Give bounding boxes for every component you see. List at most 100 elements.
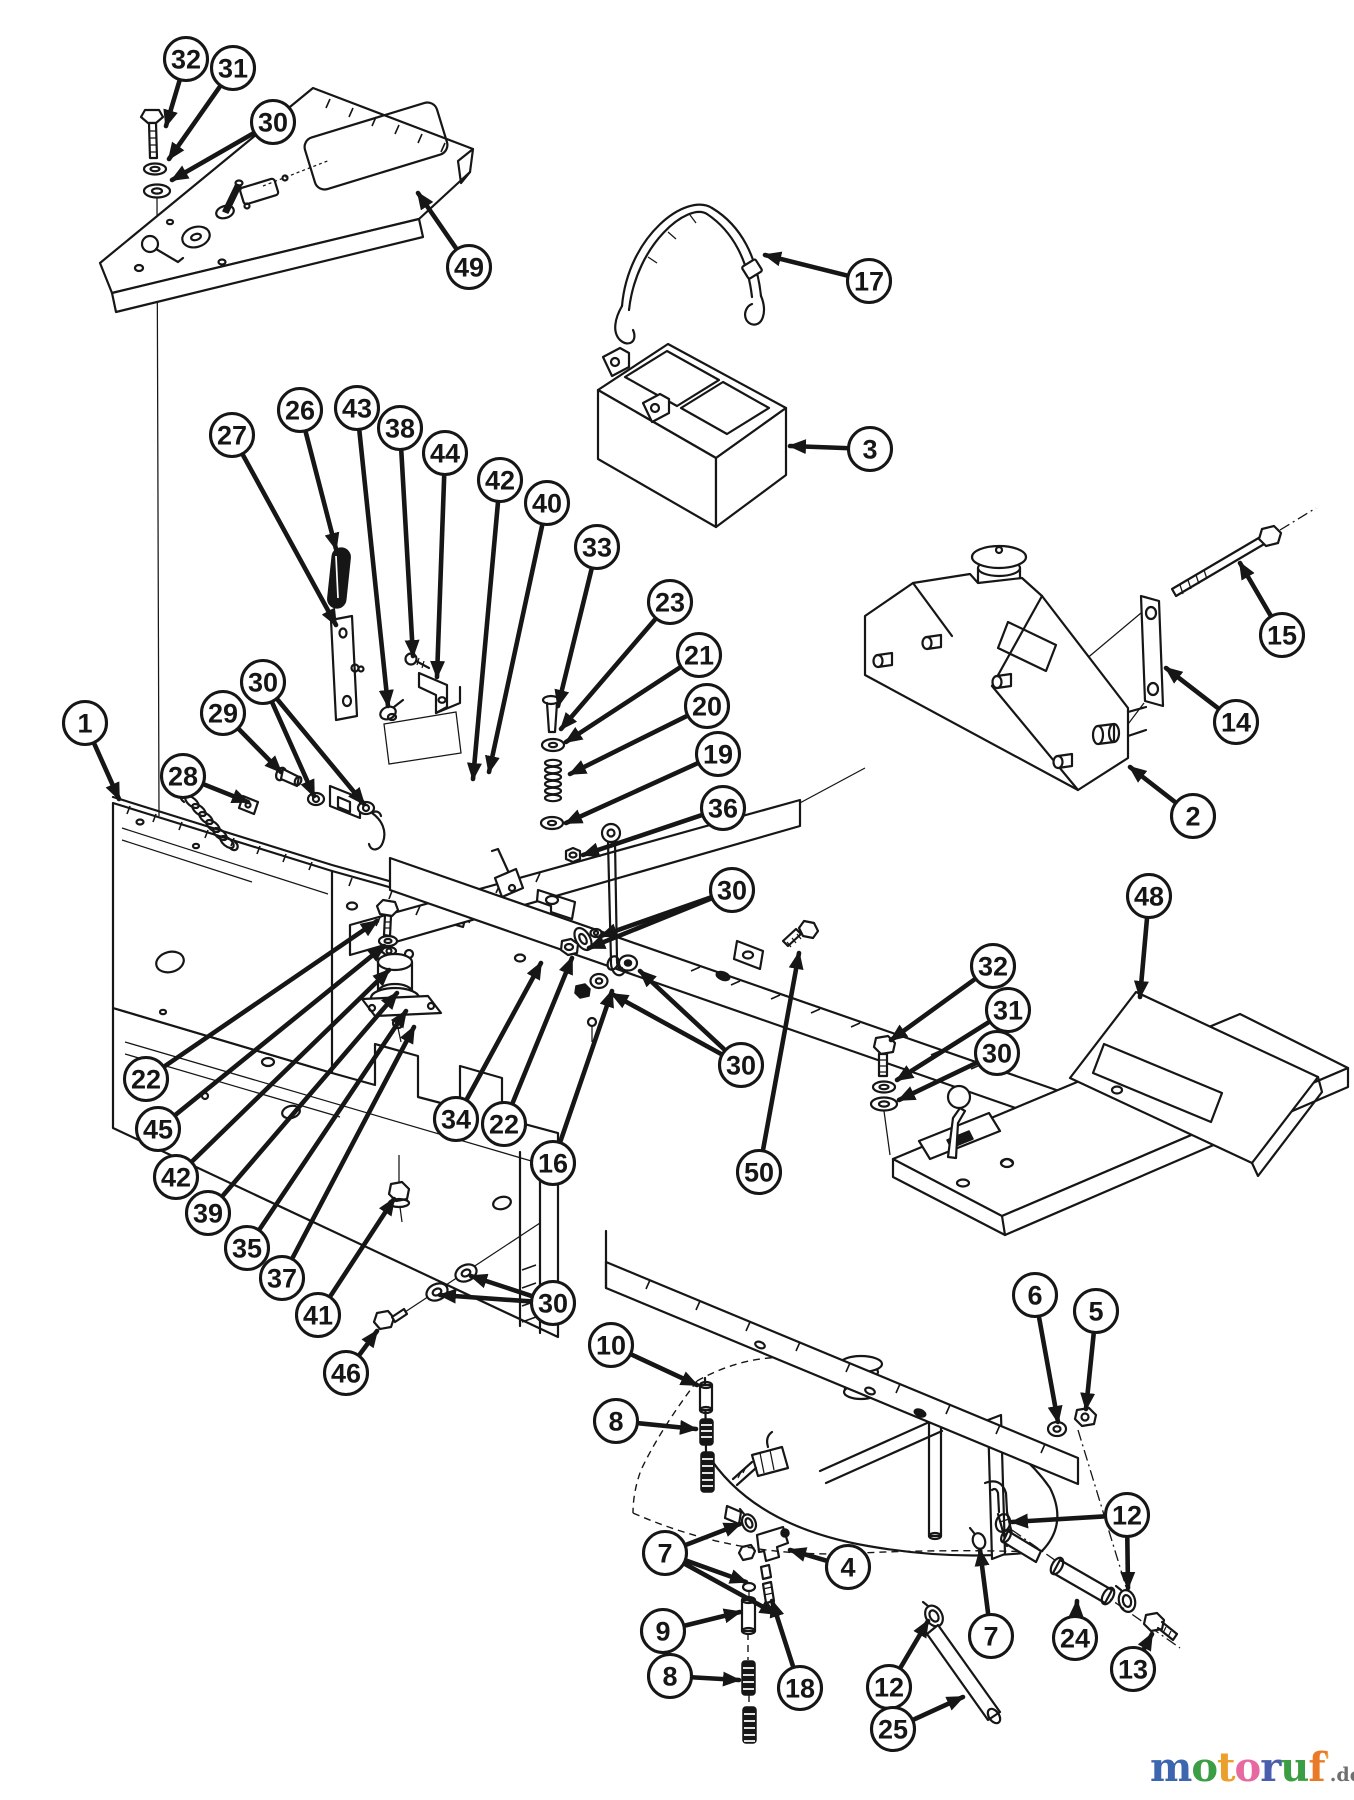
- callout-number-30: 30: [982, 1039, 1012, 1069]
- leader-arrow-33: [554, 567, 594, 709]
- callout-number-29: 29: [208, 699, 238, 729]
- callout-5: [1072, 1287, 1120, 1335]
- callout-number-43: 43: [342, 394, 372, 424]
- rod-eye-16: [600, 822, 622, 844]
- fuel-cap: [970, 544, 1028, 570]
- bolt-50: [797, 919, 820, 940]
- clamp-12b: [1117, 1589, 1137, 1613]
- watermark-letter: r: [1260, 1744, 1281, 1791]
- pin-spring-stack: [539, 694, 627, 977]
- leader-arrow-43: [357, 429, 394, 709]
- leader-arrow-31: [166, 84, 222, 162]
- callout-number-38: 38: [385, 414, 415, 444]
- leader-arrow-15: [1237, 560, 1273, 618]
- callout-number-26: 26: [285, 396, 315, 426]
- leader-arrow-38: [399, 449, 420, 659]
- callout-44: [421, 429, 469, 477]
- callout-29: [199, 689, 247, 737]
- hose-25: [925, 1623, 1002, 1722]
- callout-33: [573, 523, 621, 571]
- leader-arrow-34: [464, 960, 544, 1101]
- callout-number-35: 35: [232, 1234, 262, 1264]
- callout-number-15: 15: [1267, 621, 1297, 651]
- leader-arrow-29: [237, 727, 284, 775]
- leader-arrow-32: [888, 977, 977, 1043]
- watermark-letter: o: [1191, 1744, 1218, 1791]
- callout-number-48: 48: [1134, 882, 1164, 912]
- callout-15: [1258, 611, 1306, 659]
- callout-number-8: 8: [608, 1407, 623, 1437]
- callout-number-30: 30: [248, 668, 278, 698]
- callout-number-21: 21: [684, 641, 714, 671]
- leader-arrow-28: [202, 782, 251, 805]
- callout-number-39: 39: [193, 1199, 223, 1229]
- leader-arrow-48: [1133, 917, 1150, 1000]
- callout-24: [1051, 1614, 1099, 1662]
- watermark-suffix: .de: [1329, 1764, 1354, 1786]
- callout-number-36: 36: [708, 794, 738, 824]
- leader-arrow-49: [415, 190, 458, 250]
- leader-arrow-46: [357, 1328, 380, 1357]
- callout-30: [529, 1279, 577, 1327]
- callout-41: [294, 1291, 342, 1339]
- leader-arrow-6: [1036, 1315, 1063, 1425]
- shift-console: [869, 990, 1350, 1237]
- callout-22: [480, 1100, 528, 1148]
- watermark-motoruf: motoruf'.de: [1150, 1744, 1354, 1791]
- callout-3: [846, 425, 894, 473]
- strap-hook-right: [744, 294, 766, 326]
- leader-arrow-7: [974, 1547, 991, 1615]
- leader-arrow-16: [558, 988, 615, 1144]
- callout-number-46: 46: [331, 1359, 361, 1389]
- callout-17: [845, 257, 893, 305]
- callout-37: [258, 1254, 306, 1302]
- callout-30: [973, 1029, 1021, 1077]
- callout-number-32: 32: [171, 45, 201, 75]
- solenoid: [376, 952, 414, 972]
- callout-27: [208, 411, 256, 459]
- callout-50: [735, 1148, 783, 1196]
- washer-6: [1046, 1420, 1068, 1438]
- spring-8b: [741, 1660, 756, 1696]
- callout-39: [184, 1189, 232, 1237]
- callout-43: [333, 384, 381, 432]
- callout-38: [376, 404, 424, 452]
- callout-number-30: 30: [258, 108, 288, 138]
- callout-number-22: 22: [131, 1065, 161, 1095]
- callout-number-40: 40: [532, 489, 562, 519]
- callout-10: [587, 1321, 635, 1369]
- callout-7: [641, 1529, 689, 1577]
- callout-number-23: 23: [655, 588, 685, 618]
- leader-arrow-2: [1127, 764, 1177, 804]
- callout-8: [646, 1652, 694, 1700]
- watermark-tick: ': [1324, 1751, 1330, 1772]
- leader-arrow-30: [169, 131, 255, 183]
- callout-number-14: 14: [1221, 708, 1251, 738]
- callout-42: [152, 1153, 200, 1201]
- fuel-system-assembly: [604, 1229, 1181, 1744]
- leader-arrow-7: [684, 1521, 743, 1547]
- callout-number-10: 10: [596, 1331, 626, 1361]
- callout-31: [209, 44, 257, 92]
- callout-9: [639, 1607, 687, 1655]
- callout-number-30: 30: [717, 876, 747, 906]
- leader-arrow-14: [1163, 665, 1220, 710]
- spring-8: [699, 1418, 714, 1446]
- callout-number-32: 32: [978, 952, 1008, 982]
- callout-number-27: 27: [217, 421, 247, 451]
- callout-49: [445, 243, 493, 291]
- leader-arrow-26: [303, 430, 340, 552]
- callout-number-19: 19: [703, 740, 733, 770]
- bolt-46: [372, 1309, 396, 1331]
- leader-arrow-9: [683, 1608, 743, 1628]
- leader-arrow-3: [787, 439, 849, 455]
- leader-arrow-18: [769, 1598, 796, 1668]
- callout-number-45: 45: [143, 1115, 173, 1145]
- leader-arrow-22: [163, 918, 380, 1069]
- callout-number-41: 41: [303, 1301, 333, 1331]
- leader-arrow-12: [1120, 1536, 1136, 1591]
- nut-41: [387, 1180, 411, 1203]
- leader-arrow-30: [896, 1060, 979, 1103]
